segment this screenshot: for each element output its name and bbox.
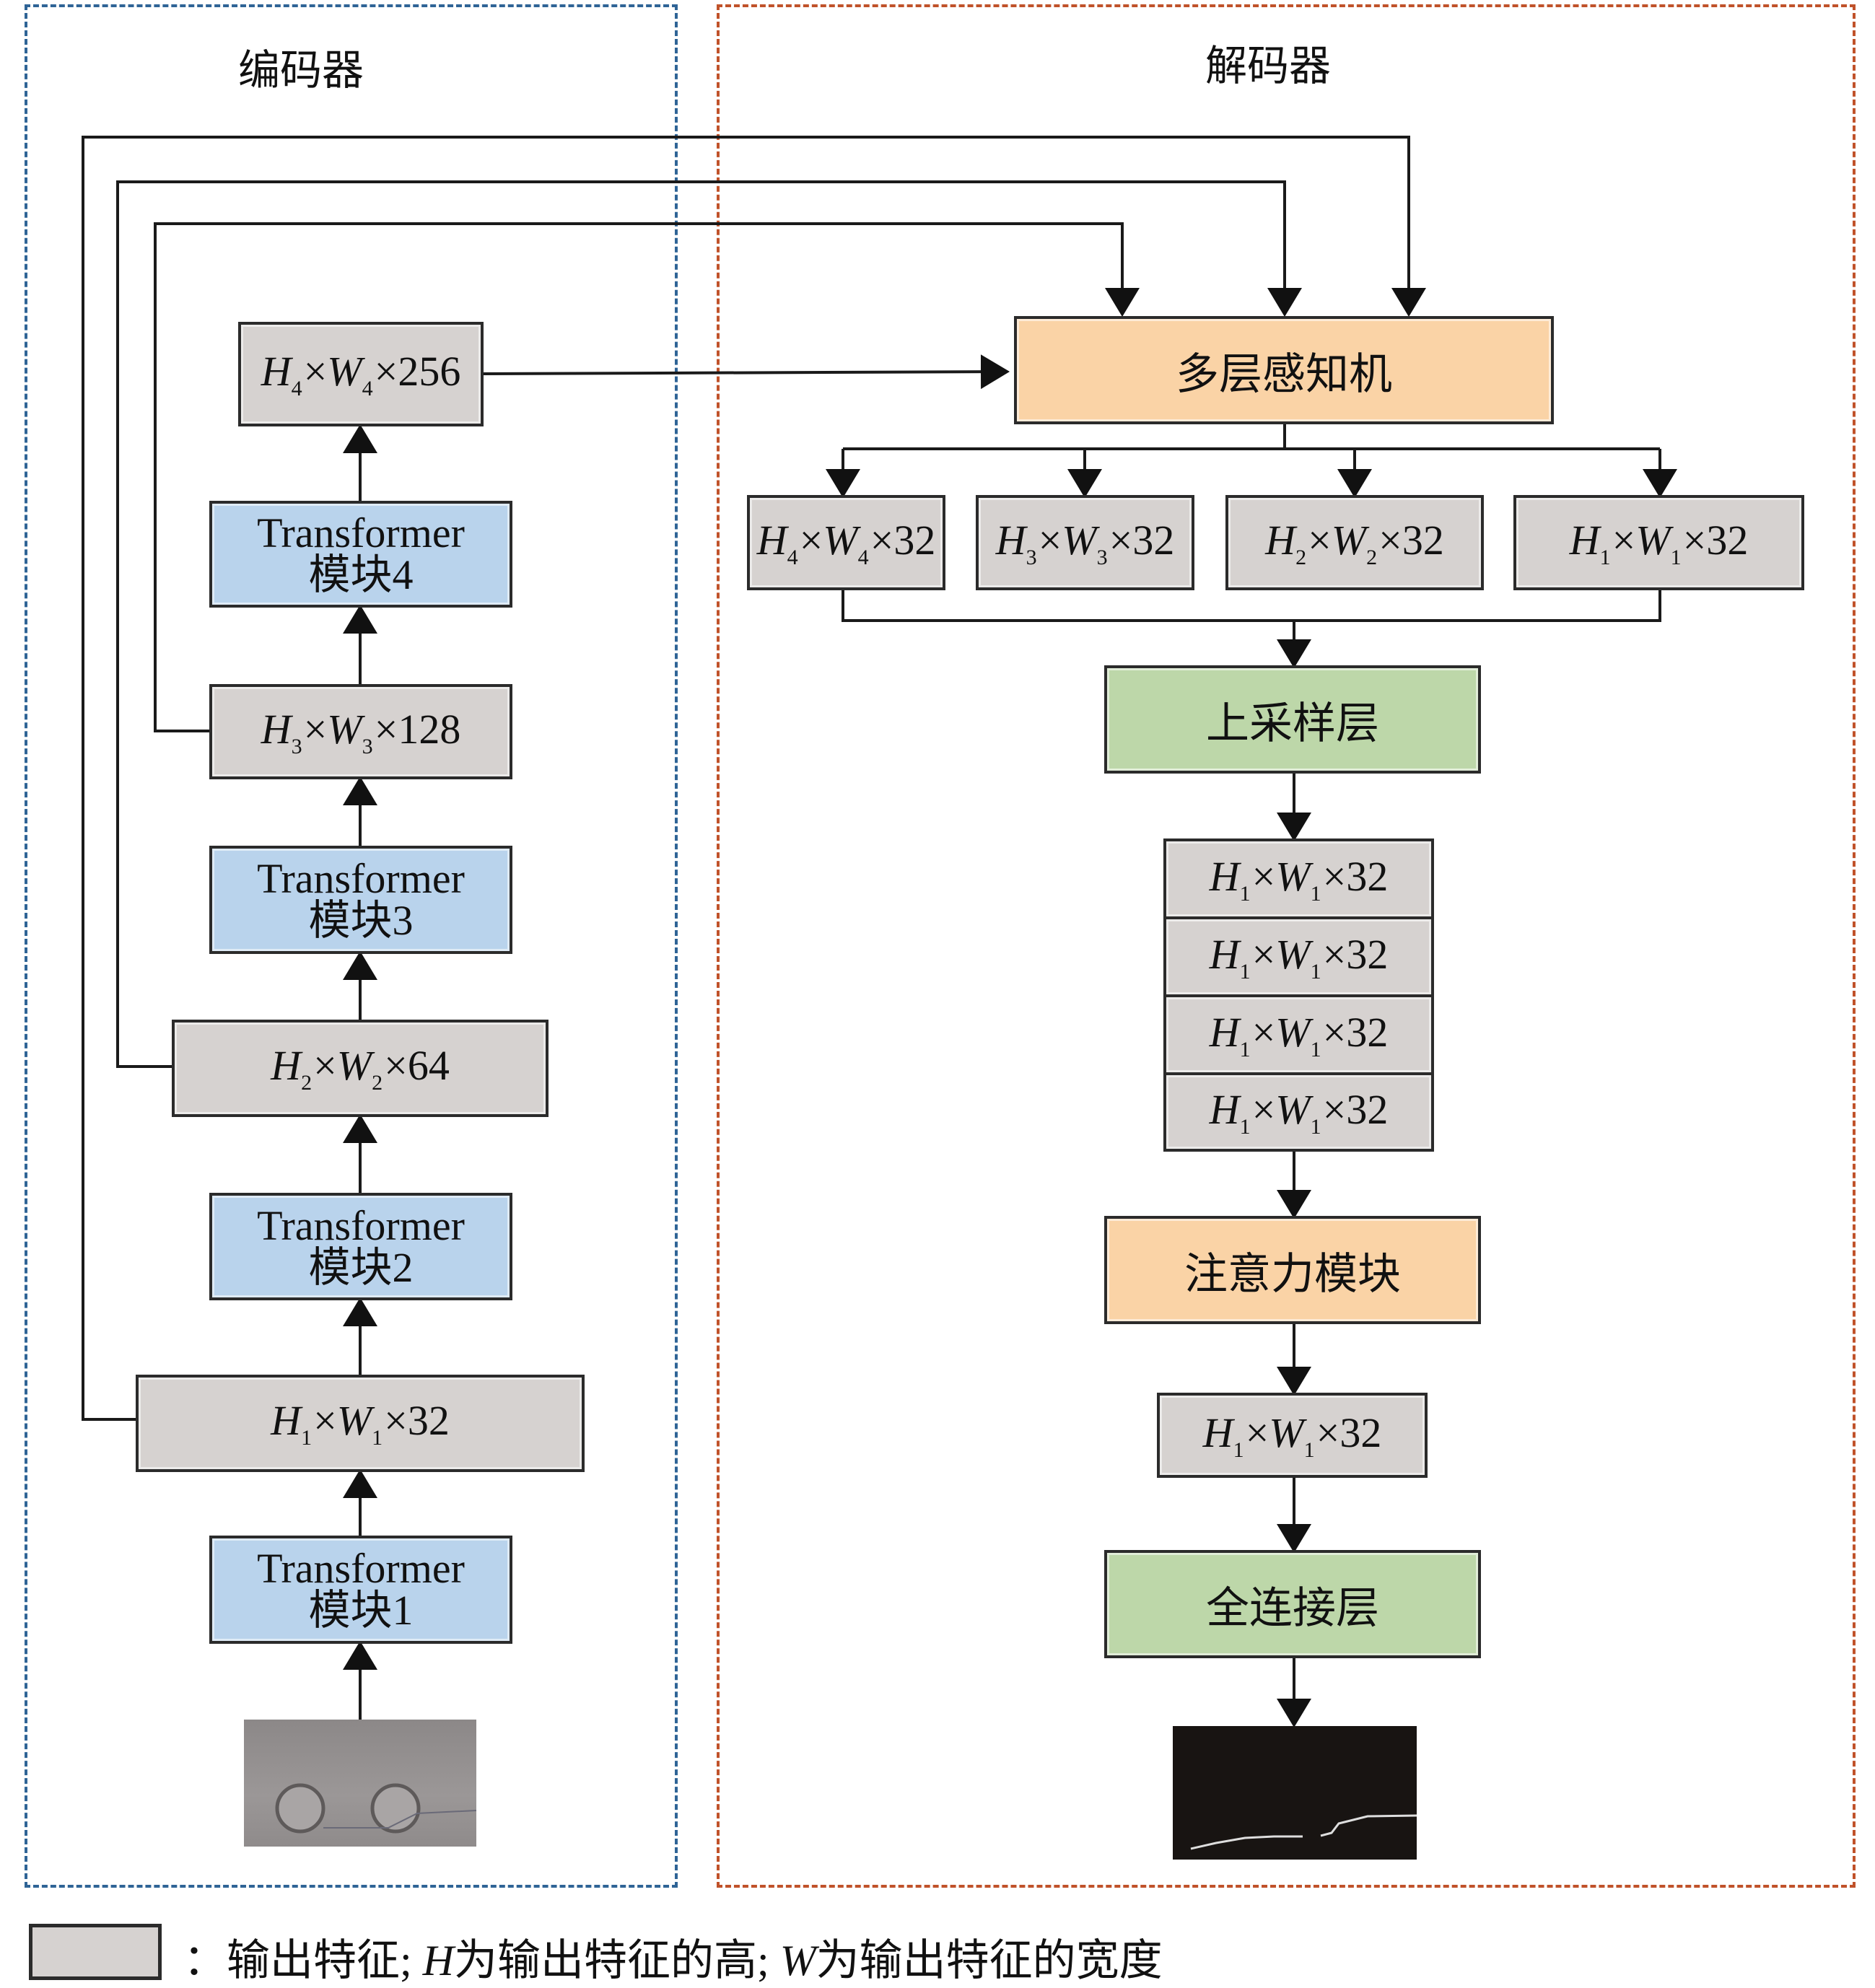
encoder-feature-h4: H4×W4×256 [238, 322, 484, 426]
dim-label: H4×W4×32 [756, 516, 936, 569]
transformer-block-2: Transformer 模块2 [209, 1193, 512, 1300]
stacked-feature-1: H1×W1×32 [1163, 838, 1434, 919]
dim-label: H1×W1×32 [1209, 1085, 1389, 1139]
dim-label: H2×W2×32 [1265, 516, 1444, 569]
attention-module: 注意力模块 [1104, 1216, 1481, 1324]
split-merge-bus [842, 590, 1661, 622]
split-feature-2: H2×W2×32 [1225, 495, 1484, 590]
transformer-block-1: Transformer 模块1 [209, 1536, 512, 1644]
input-image [244, 1720, 477, 1847]
encoder-feature-h1: H1×W1×32 [136, 1375, 585, 1472]
block-title: Transformer [257, 1545, 465, 1592]
dim-label: H3×W3×128 [261, 705, 461, 758]
block-title: Transformer [257, 855, 465, 902]
stacked-feature-4: H1×W1×32 [1163, 1072, 1434, 1152]
dim-label: H3×W3×32 [995, 516, 1175, 569]
stacked-feature-2: H1×W1×32 [1163, 916, 1434, 997]
skip-connection-h2 [116, 180, 1302, 1068]
output-image [1173, 1726, 1417, 1860]
decoder-region [717, 4, 1856, 1888]
encoder-feature-h3: H3×W3×128 [209, 684, 512, 779]
upsample-label: 上采样层 [1206, 699, 1379, 748]
block-subtitle: 模块2 [308, 1243, 414, 1291]
input-image-content [275, 1783, 477, 1834]
legend-text: ：输出特征; H为输出特征的高; W为输出特征的宽度 [183, 1937, 1163, 1984]
encoder-title: 编码器 [238, 47, 364, 94]
h4-to-mlp-arrow [481, 354, 1010, 390]
transformer-block-4: Transformer 模块4 [209, 501, 512, 608]
block-title: Transformer [257, 1201, 465, 1249]
split-feature-3: H3×W3×32 [976, 495, 1194, 590]
upsample-layer: 上采样层 [1104, 665, 1481, 774]
encoder-feature-h2: H2×W2×64 [172, 1020, 548, 1117]
encoder-region [25, 4, 678, 1888]
decoder-title: 解码器 [1205, 43, 1332, 89]
dim-label: H4×W4×256 [261, 348, 461, 400]
dim-label: H1×W1×32 [1202, 1409, 1382, 1462]
block-subtitle: 模块4 [308, 551, 414, 598]
legend-feature-swatch [29, 1924, 162, 1980]
stacked-feature-3: H1×W1×32 [1163, 994, 1434, 1075]
dim-label: H1×W1×32 [1209, 852, 1389, 906]
dim-label: H1×W1×32 [1209, 930, 1389, 984]
mlp-block: 多层感知机 [1014, 316, 1554, 424]
dim-label: H2×W2×64 [271, 1042, 450, 1095]
dim-label: H1×W1×32 [1569, 516, 1749, 569]
mlp-split-bus [843, 424, 1660, 450]
fully-connected-layer: 全连接层 [1104, 1550, 1481, 1658]
attention-label: 注意力模块 [1184, 1250, 1401, 1298]
split-feature-4: H4×W4×32 [747, 495, 945, 590]
block-title: Transformer [257, 509, 465, 556]
mlp-label: 多层感知机 [1176, 350, 1392, 398]
block-subtitle: 模块3 [308, 897, 414, 944]
split-feature-1: H1×W1×32 [1513, 495, 1804, 590]
skip-connection-h3 [154, 222, 1140, 732]
dim-label: H1×W1×32 [1209, 1008, 1389, 1061]
fc-label: 全连接层 [1206, 1584, 1379, 1632]
skip-connection-h1 [82, 136, 1426, 1421]
attention-output-feature: H1×W1×32 [1157, 1393, 1428, 1478]
transformer-block-3: Transformer 模块3 [209, 846, 512, 954]
output-mask-content [1190, 1814, 1417, 1850]
block-subtitle: 模块1 [308, 1587, 414, 1634]
dim-label: H1×W1×32 [271, 1397, 450, 1450]
